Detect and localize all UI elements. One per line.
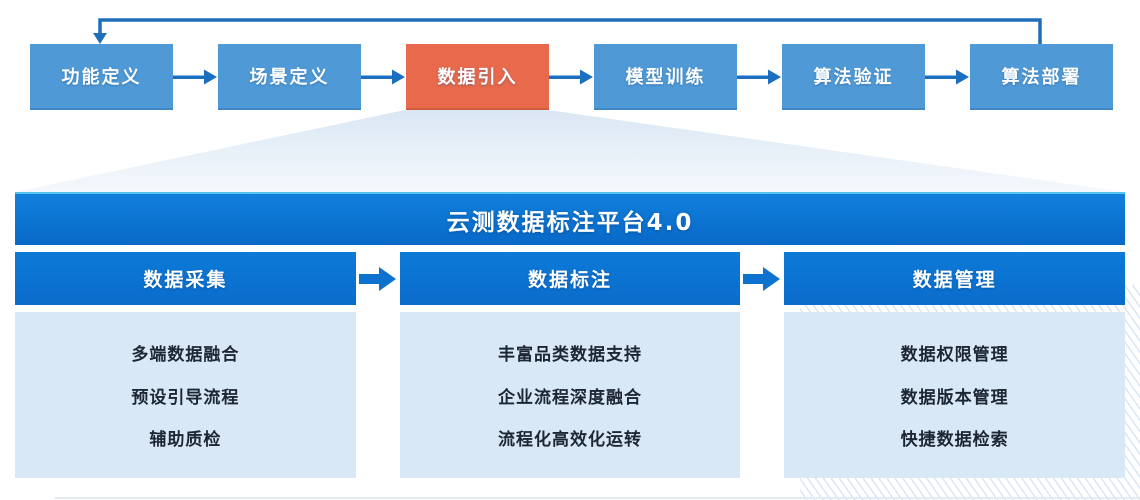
column-content-row: 多端数据融合 预设引导流程 辅助质检 丰富品类数据支持 企业流程深度融合 流程化… <box>15 312 1125 478</box>
step-label: 模型训练 <box>625 67 706 88</box>
feature-item: 快捷数据检索 <box>900 430 1009 451</box>
feedback-loop-arrowhead-icon <box>93 33 107 44</box>
pipeline-row: 功能定义 场景定义 数据引入 模型训练 算法验证 <box>30 44 1113 110</box>
pipeline-step-function-definition: 功能定义 <box>30 44 173 110</box>
feature-item: 辅助质检 <box>149 430 222 451</box>
feature-item: 丰富品类数据支持 <box>497 344 642 365</box>
column-title: 数据采集 <box>143 269 228 291</box>
flow-arrow-gap <box>361 44 406 110</box>
step-label: 算法验证 <box>813 67 894 88</box>
block-right-arrow-icon <box>743 266 781 291</box>
step-label: 功能定义 <box>61 67 142 88</box>
right-arrow-icon <box>737 69 781 85</box>
pipeline-step-algorithm-deployment: 算法部署 <box>970 44 1113 110</box>
feature-item: 多端数据融合 <box>131 344 240 365</box>
flow-arrow-gap <box>173 44 218 110</box>
content-gap <box>356 312 400 478</box>
content-box-data-management: 数据权限管理 数据版本管理 快捷数据检索 <box>784 312 1125 478</box>
block-right-arrow-icon <box>358 266 396 291</box>
feature-item: 数据版本管理 <box>900 387 1009 408</box>
pipeline-step-algorithm-validation: 算法验证 <box>782 44 925 110</box>
bottom-divider-line <box>55 497 1140 499</box>
feature-item: 流程化高效化运转 <box>497 430 642 451</box>
block-arrow-gap <box>356 252 400 305</box>
step-label: 场景定义 <box>249 67 330 88</box>
pipeline-step-model-training: 模型训练 <box>594 44 737 110</box>
right-arrow-icon <box>173 69 217 85</box>
content-box-data-collection: 多端数据融合 预设引导流程 辅助质检 <box>15 312 356 478</box>
column-header-data-collection: 数据采集 <box>15 252 356 305</box>
platform-title: 云测数据标注平台4.0 <box>446 209 694 236</box>
feature-item: 预设引导流程 <box>131 387 240 408</box>
pipeline-step-scene-definition: 场景定义 <box>218 44 361 110</box>
column-header-row: 数据采集 数据标注 数据管理 <box>15 252 1125 305</box>
step-label: 算法部署 <box>1001 67 1082 88</box>
right-arrow-icon <box>549 69 593 85</box>
pipeline-step-data-import-highlighted: 数据引入 <box>406 44 549 110</box>
content-gap <box>740 312 784 478</box>
feedback-loop-arrow <box>98 18 1042 44</box>
flow-arrow-gap <box>549 44 594 110</box>
funnel-shape <box>15 110 1125 192</box>
block-arrow-gap <box>740 252 784 305</box>
step-label: 数据引入 <box>437 67 518 88</box>
feature-item: 数据权限管理 <box>900 344 1009 365</box>
column-header-data-annotation: 数据标注 <box>399 252 741 305</box>
flow-arrow-gap <box>737 44 782 110</box>
flow-arrow-gap <box>925 44 970 110</box>
column-title: 数据标注 <box>527 269 612 291</box>
platform-title-bar: 云测数据标注平台4.0 <box>15 192 1125 245</box>
content-box-data-annotation: 丰富品类数据支持 企业流程深度融合 流程化高效化运转 <box>399 312 741 478</box>
right-arrow-icon <box>925 69 969 85</box>
right-arrow-icon <box>361 69 405 85</box>
feature-item: 企业流程深度融合 <box>497 387 642 408</box>
column-title: 数据管理 <box>912 269 997 291</box>
column-header-data-management: 数据管理 <box>784 252 1125 305</box>
